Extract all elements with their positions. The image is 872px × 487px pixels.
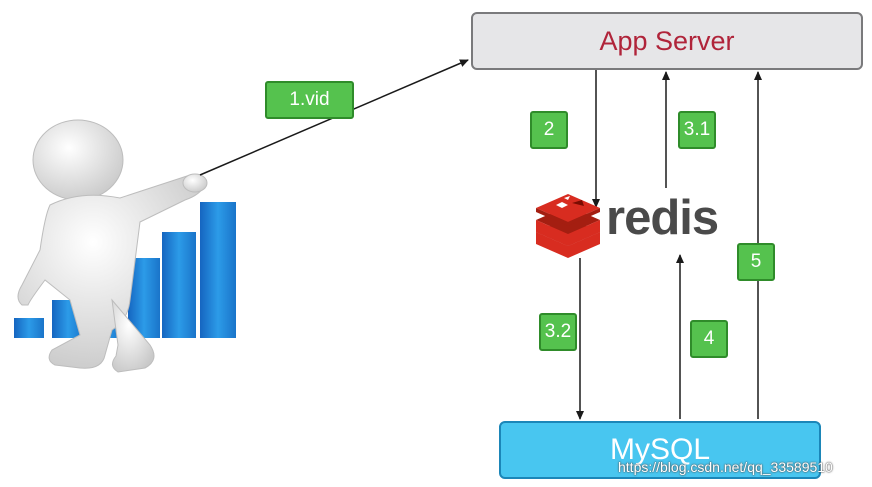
step-3-2-tag: 3.2 — [539, 313, 577, 351]
redis-label: redis — [606, 191, 719, 245]
app-server-label: App Server — [599, 25, 735, 56]
step-5-tag: 5 — [737, 243, 775, 281]
app-server-box: App Server — [471, 12, 863, 70]
mysql-label: MySQL — [609, 433, 711, 466]
step-4-tag: 4 — [690, 320, 728, 358]
step-3-1-tag: 3.1 — [678, 111, 716, 149]
presenter-figure-icon — [17, 119, 208, 373]
watermark-url: https://blog.csdn.net/qq_33589510 — [618, 459, 833, 475]
step-2-tag: 2 — [530, 111, 568, 149]
mysql-box: MySQL — [499, 421, 821, 479]
redis-logo-icon — [536, 194, 600, 258]
step-1-vid-tag: 1.vid — [265, 81, 354, 119]
